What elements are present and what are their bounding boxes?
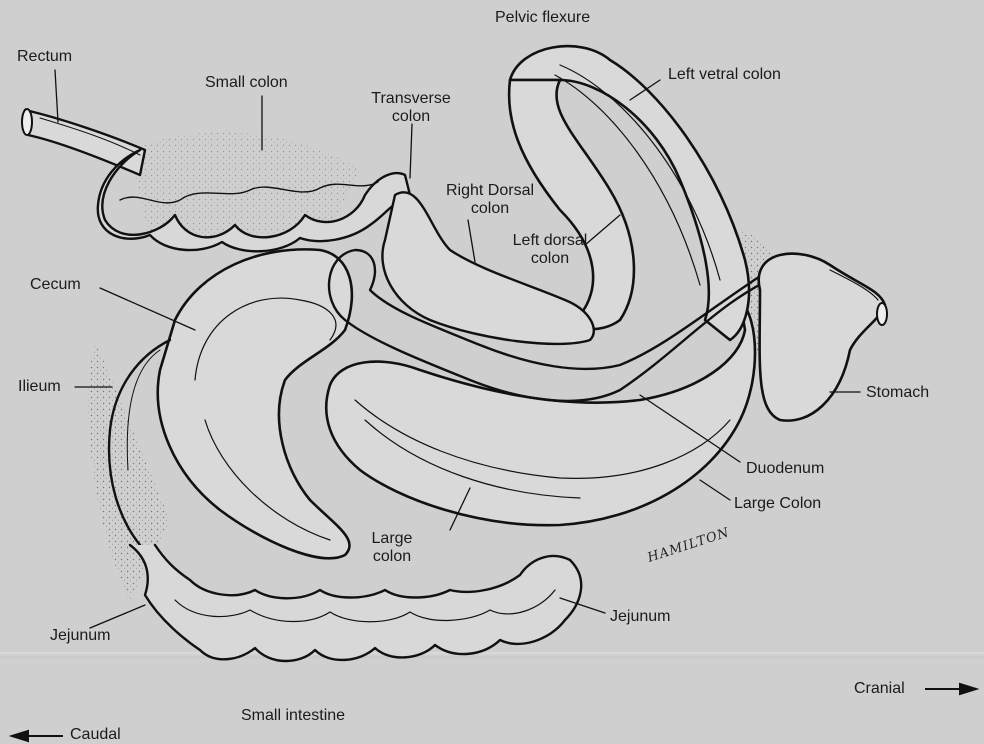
label-right-dorsal-line1: Right Dorsal bbox=[436, 182, 544, 200]
label-transverse-colon: Transverse colon bbox=[366, 90, 456, 126]
label-right-dorsal-colon: Right Dorsal colon bbox=[436, 182, 544, 218]
label-left-dorsal-colon: Left dorsal colon bbox=[500, 232, 600, 268]
label-small-intestine: Small intestine bbox=[241, 707, 345, 725]
label-small-colon: Small colon bbox=[205, 74, 288, 92]
label-rectum: Rectum bbox=[17, 48, 72, 66]
label-right-dorsal-line2: colon bbox=[436, 200, 544, 218]
label-large-colon-line2: colon bbox=[360, 548, 424, 566]
label-large-colon-right: Large Colon bbox=[734, 495, 821, 513]
caudal-arrow bbox=[12, 731, 63, 741]
label-stomach: Stomach bbox=[866, 384, 929, 402]
label-transverse-line2: colon bbox=[366, 108, 456, 126]
label-caudal: Caudal bbox=[70, 726, 121, 744]
jejunum-shape bbox=[130, 545, 581, 661]
label-ileum: Ilieum bbox=[18, 378, 61, 396]
label-duodenum: Duodenum bbox=[746, 460, 824, 478]
label-left-dorsal-line2: colon bbox=[500, 250, 600, 268]
label-large-colon-line1: Large bbox=[360, 530, 424, 548]
label-jejunum-left: Jejunum bbox=[50, 627, 110, 645]
label-left-ventral-colon: Left vetral colon bbox=[668, 66, 781, 84]
rectum-shape bbox=[22, 109, 145, 175]
label-pelvic-flexure: Pelvic flexure bbox=[495, 9, 590, 27]
label-cranial: Cranial bbox=[854, 680, 905, 698]
label-cecum: Cecum bbox=[30, 276, 81, 294]
label-large-colon: Large colon bbox=[360, 530, 424, 566]
label-left-dorsal-line1: Left dorsal bbox=[500, 232, 600, 250]
cecum-shape bbox=[158, 249, 352, 558]
label-jejunum-right: Jejunum bbox=[610, 608, 670, 626]
cranial-arrow bbox=[925, 684, 976, 694]
label-transverse-line1: Transverse bbox=[366, 90, 456, 108]
